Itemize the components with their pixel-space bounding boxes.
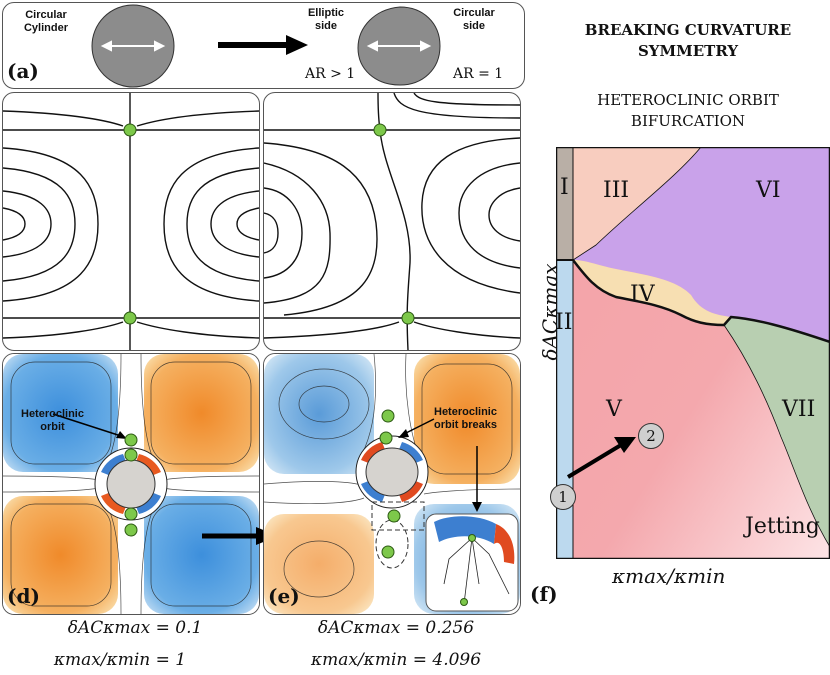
- fixed-point-marker: [124, 448, 138, 462]
- region-V-label: V: [606, 397, 622, 422]
- double-arrow-icon: [366, 40, 432, 52]
- elliptic-caption-line2: side: [314, 20, 337, 32]
- panel-a-label: (a): [7, 59, 39, 83]
- fixed-point-marker: [373, 123, 387, 137]
- panel-a-graphic: [91, 4, 441, 88]
- fixed-point-marker: [401, 311, 415, 325]
- heteroclinic-annotation-line2: orbit: [40, 421, 65, 433]
- panel-c: [263, 92, 521, 351]
- panel-b: [2, 92, 260, 351]
- region-II-label: II: [555, 310, 573, 335]
- fixed-point-marker: [460, 598, 468, 606]
- region-IV-label: IV: [630, 282, 655, 307]
- fixed-point-marker: [381, 409, 395, 423]
- elliptic-caption-line1: Elliptic: [307, 7, 345, 19]
- panel-f-subtitle: HETEROCLINIC ORBIT BIFURCATION: [548, 90, 828, 132]
- panel-d-param-1: δACκmax = 0.1: [67, 618, 203, 638]
- orbit-breaks-annotation-line2: orbit breaks: [434, 419, 497, 431]
- heteroclinic-annotation: Heteroclinic orbit: [21, 408, 84, 434]
- panel-c-streamlines: [264, 93, 520, 350]
- orbit-breaks-annotation-line1: Heteroclinic: [434, 406, 497, 418]
- panel-b-streamlines: [3, 93, 259, 350]
- region-jetting-label: Jetting: [745, 514, 820, 539]
- fixed-point-marker: [123, 123, 137, 137]
- panel-e: Heteroclinic orbit breaks (e): [263, 353, 521, 615]
- region-IV-area: [573, 260, 731, 325]
- panel-d-param-2: κmax/κmin = 1: [53, 650, 187, 670]
- panel-f-title-line2: SYMMETRY: [637, 42, 739, 60]
- panel-d-label: (d): [7, 584, 40, 608]
- ar-right: AR = 1: [453, 66, 504, 82]
- transition-arrow-icon: [218, 35, 308, 55]
- panel-e-param-2: κmax/κmin = 4.096: [310, 650, 482, 670]
- region-VI-label: VI: [756, 178, 781, 203]
- y-axis-label: δACκmax: [538, 263, 562, 361]
- region-I-area: [556, 147, 573, 260]
- region-VI-area: [573, 147, 830, 342]
- panel-f-subtitle-line2: BIFURCATION: [630, 112, 746, 130]
- fixed-point-marker: [124, 433, 138, 447]
- region-I-label: I: [560, 175, 569, 200]
- orbit-breaks-annotation: Heteroclinic orbit breaks: [434, 406, 497, 432]
- ar-left: AR > 1: [305, 66, 356, 82]
- panel-f-title-line1: BREAKING CURVATURE: [584, 21, 792, 39]
- panel-a: (a) Circular Cylinder Elliptic side Circ…: [2, 2, 525, 89]
- panel-e-label: (e): [268, 584, 300, 608]
- region-VII-label: VII: [782, 397, 816, 422]
- left-caption: Circular Cylinder: [11, 9, 81, 35]
- cylinder-shape: [365, 447, 419, 497]
- circular-side-caption-line1: Circular: [453, 7, 495, 19]
- marker-1: 1: [550, 484, 576, 510]
- region-III-area: [573, 147, 701, 260]
- region-III-label: III: [603, 178, 630, 203]
- circular-side-caption: Circular side: [443, 7, 505, 33]
- panel-f-title: BREAKING CURVATURE SYMMETRY: [548, 20, 828, 62]
- heteroclinic-annotation-line1: Heteroclinic: [21, 408, 84, 420]
- fixed-point-marker: [124, 507, 138, 521]
- panel-f-label: (f): [530, 582, 558, 606]
- phase-diagram: [556, 147, 830, 559]
- fixed-point-marker: [387, 509, 401, 523]
- panel-e-vorticity: [264, 354, 520, 614]
- fixed-point-marker: [123, 311, 137, 325]
- fixed-point-marker: [124, 523, 138, 537]
- circular-side-caption-line2: side: [462, 20, 485, 32]
- left-caption-line1: Circular: [25, 9, 67, 21]
- x-axis-label: κmax/κmin: [612, 564, 726, 588]
- marker-2: 2: [638, 423, 664, 449]
- panel-f-subtitle-line1: HETEROCLINIC ORBIT: [597, 91, 779, 109]
- panel-e-param-1: δACκmax = 0.256: [317, 618, 475, 638]
- fixed-point-marker: [381, 545, 395, 559]
- region-VII-area: [724, 317, 830, 547]
- double-arrow-icon: [100, 40, 166, 52]
- left-caption-line2: Cylinder: [23, 22, 68, 34]
- fixed-point-marker: [468, 534, 476, 542]
- panel-d: Heteroclinic orbit (d): [2, 353, 260, 615]
- fixed-point-marker: [379, 431, 393, 445]
- cylinder-shape: [106, 459, 156, 509]
- elliptic-caption: Elliptic side: [295, 7, 357, 33]
- panel-d-vorticity: [3, 354, 259, 614]
